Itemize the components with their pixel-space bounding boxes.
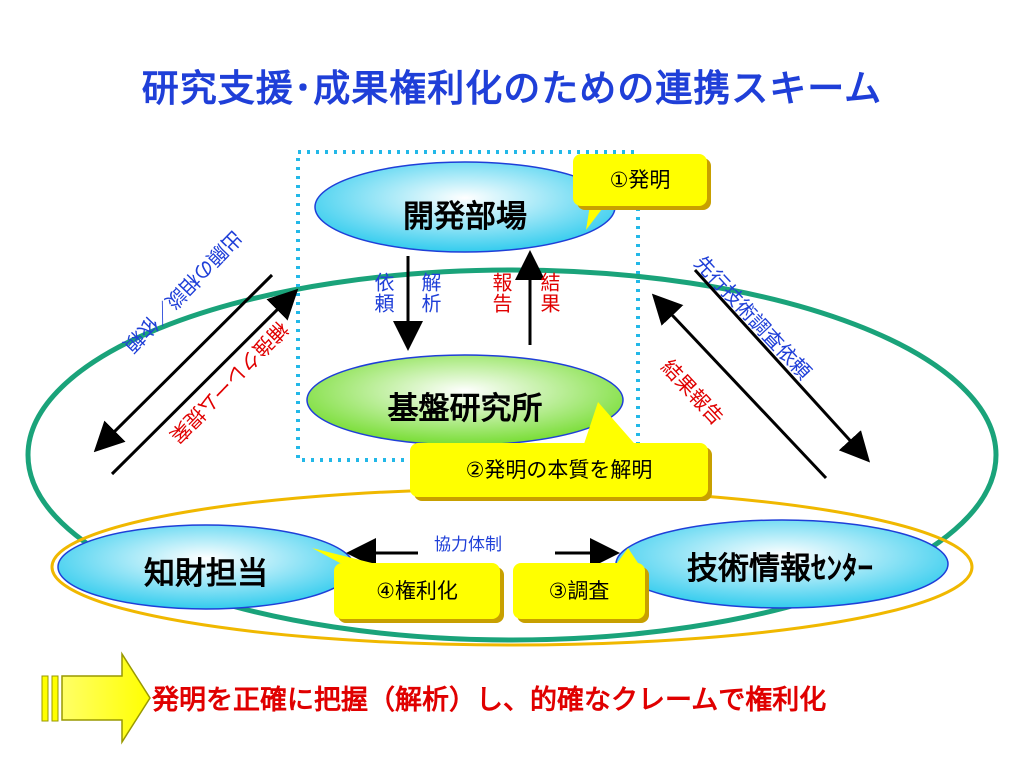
kaihatsu-oval <box>314 161 616 253</box>
label-irai: 依頼 <box>371 272 395 314</box>
cooperation-label: 協力体制 <box>434 535 502 555</box>
label-kaiseki: 解析 <box>418 272 442 314</box>
callout-kenrika: ④権利化 <box>334 563 500 619</box>
label-houkoku: 報告 <box>489 272 513 314</box>
kiban-label: 基盤研究所 <box>387 391 543 427</box>
page-title: 研究支援･成果権利化のための連携スキーム <box>141 67 883 110</box>
callout-chousa: ③調査 <box>513 563 645 619</box>
callout-tail-kenrika <box>312 548 372 563</box>
right-diag-arrow-in <box>651 293 828 480</box>
green-boundary-ellipse <box>25 267 999 643</box>
conclusion-arrow-icon <box>41 651 151 745</box>
left-diag-arrow-in <box>110 288 299 476</box>
kaihatsu-label: 開発部場 <box>403 199 527 235</box>
chizai-label: 知財担当 <box>144 556 268 592</box>
callout-hatsumei: ①発明 <box>573 154 707 206</box>
label-kekka: 結果 <box>537 272 561 314</box>
gijutsu-label: 技術情報ｾﾝﾀｰ <box>687 551 873 587</box>
callout-tail-hatsumei <box>586 205 605 230</box>
right-diag-arrow-out <box>693 268 871 463</box>
callout-tail-chousa <box>615 548 640 566</box>
left-diag-arrow-out <box>93 273 274 453</box>
callout-tail-honshitsu <box>582 402 640 450</box>
callout-honshitsu: ②発明の本質を解明 <box>410 443 708 497</box>
conclusion-text: 発明を正確に把握（解析）し、的確なクレームで権利化 <box>152 685 827 716</box>
